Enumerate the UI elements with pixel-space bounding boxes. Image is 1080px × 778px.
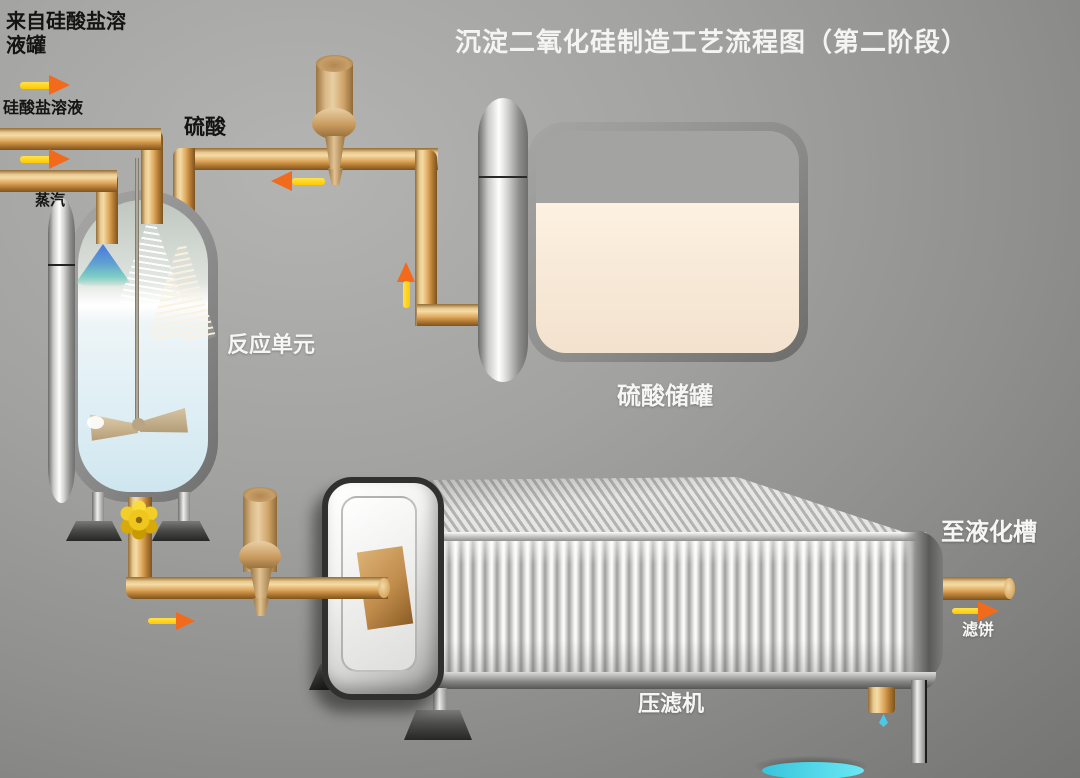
agitator-impeller bbox=[87, 406, 188, 444]
slurry-arrow-icon bbox=[176, 612, 195, 630]
acid-pipe-riser bbox=[415, 150, 437, 326]
agitator-shaft bbox=[135, 158, 139, 428]
cake-arrow-shaft bbox=[952, 608, 980, 614]
label-filter-press: 压滤机 bbox=[638, 691, 705, 716]
steam-probe bbox=[48, 198, 75, 503]
acid-storage-tank-interior bbox=[536, 131, 799, 353]
acid-funnel-tip bbox=[328, 168, 343, 185]
cake-outlet-pipe bbox=[943, 577, 1010, 600]
reactor-foot-right bbox=[152, 521, 210, 541]
flow-arrow-up-shaft bbox=[403, 281, 410, 308]
label-acid-storage-tank: 硫酸储罐 bbox=[617, 383, 713, 410]
silicate-pipe-vertical bbox=[141, 130, 163, 224]
steam-pipe-horizontal bbox=[0, 170, 117, 192]
label-filter-cake: 滤饼 bbox=[962, 622, 995, 639]
impeller-right-blade bbox=[138, 408, 188, 433]
filter-press-plates bbox=[425, 538, 925, 684]
acid-arrow-shaft bbox=[292, 178, 325, 185]
steam-arrow-icon bbox=[49, 149, 70, 169]
silicate-arrow-icon bbox=[49, 75, 70, 95]
filter-press-leg-right bbox=[911, 680, 927, 763]
steam-probe-seam bbox=[48, 264, 75, 266]
acid-funnel-stem bbox=[325, 136, 345, 169]
silicate-arrow-shaft bbox=[20, 82, 52, 89]
filter-press-right-cap bbox=[903, 530, 943, 682]
acid-funnel-mouth bbox=[316, 55, 353, 72]
slurry-funnel-mouth bbox=[243, 487, 277, 502]
reactor-leg-right bbox=[178, 492, 190, 526]
valve-handwheel-icon bbox=[120, 500, 158, 540]
label-from-silicate-tank: 来自硅酸盐溶 液罐 bbox=[6, 11, 126, 57]
label-steam: 蒸汽 bbox=[35, 192, 66, 209]
steam-arrow-shaft bbox=[20, 156, 52, 163]
reactor-leg-left bbox=[92, 492, 104, 526]
slurry-funnel-stem bbox=[250, 568, 272, 598]
filtrate-droplet bbox=[879, 714, 888, 727]
label-sulfuric-acid: 硫酸 bbox=[184, 116, 226, 139]
impeller-highlight bbox=[87, 416, 104, 429]
acid-pump-column bbox=[478, 98, 528, 382]
acid-pump-seam bbox=[479, 176, 527, 178]
filtrate-drain-stub bbox=[868, 687, 895, 713]
filter-press-bottom-rail bbox=[428, 672, 936, 689]
acid-arrow-icon bbox=[271, 171, 292, 191]
acid-pipe-horizontal bbox=[184, 148, 438, 170]
flow-arrow-up-icon bbox=[397, 262, 415, 282]
silicate-pipe-horizontal bbox=[0, 128, 161, 150]
filter-press-front-rail bbox=[420, 532, 928, 541]
acid-liquid bbox=[536, 203, 799, 353]
impeller-hub bbox=[132, 418, 145, 431]
slurry-funnel-tip bbox=[253, 598, 269, 616]
filter-press-foot-center bbox=[404, 710, 472, 740]
filtrate-puddle bbox=[762, 762, 864, 778]
cake-pipe-end-cap bbox=[1004, 578, 1015, 599]
acid-pipe-from-pump bbox=[417, 304, 481, 326]
page-title: 沉淀二氧化硅制造工艺流程图（第二阶段） bbox=[455, 27, 969, 57]
slurry-pipe-end-cap bbox=[378, 578, 390, 598]
reactor-foot-left bbox=[66, 521, 122, 541]
label-silicate-solution: 硅酸盐溶液 bbox=[3, 100, 84, 117]
label-reaction-unit: 反应单元 bbox=[227, 332, 316, 357]
slurry-arrow-shaft bbox=[148, 618, 178, 624]
acid-funnel-collar bbox=[312, 108, 356, 139]
slurry-funnel-collar bbox=[239, 541, 281, 571]
cake-arrow-icon bbox=[978, 601, 999, 621]
label-to-liquefaction-tank: 至液化槽 bbox=[941, 519, 1037, 546]
